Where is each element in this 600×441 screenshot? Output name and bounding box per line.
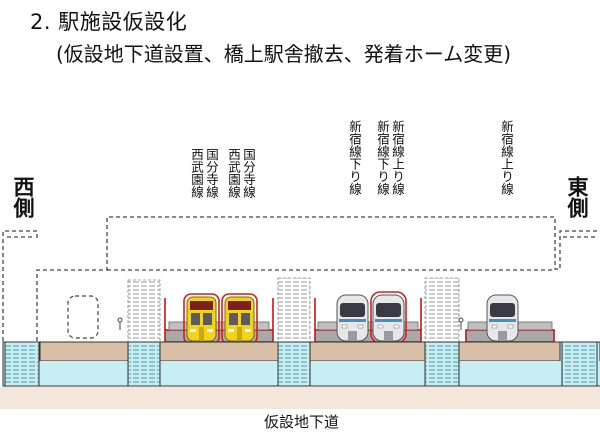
diagram-subtitle: (仮設地下道設置、橋上駅舎撤去、発着ホーム変更)	[56, 42, 512, 66]
temporary-building-outline	[2, 216, 597, 341]
track-label-shinjuku-up-1: 新宿線上り線	[390, 120, 405, 195]
track-label-seibuen-2: 西武園線	[226, 148, 241, 198]
track-label-shinjuku-down-2: 新宿線下り線	[375, 120, 390, 195]
underpass-label: 仮設地下道	[264, 413, 340, 431]
underpass-stairs	[4, 341, 598, 387]
old-station-dashed	[67, 295, 99, 339]
track-label-seibuen-1: 西武園線	[189, 148, 204, 198]
east-label: 東側	[565, 176, 589, 218]
track-label-shinjuku-down-1: 新宿線下り線	[347, 120, 362, 195]
track-label-shinjuku-up-2: 新宿線上り線	[499, 120, 514, 195]
track-label-kokubunji-2: 国分寺線	[241, 148, 256, 198]
diagram-title: 2. 駅施設仮設化	[30, 10, 188, 34]
track-label-kokubunji-1: 国分寺線	[204, 148, 219, 198]
stairwells	[127, 277, 460, 343]
west-label: 西側	[11, 176, 35, 218]
